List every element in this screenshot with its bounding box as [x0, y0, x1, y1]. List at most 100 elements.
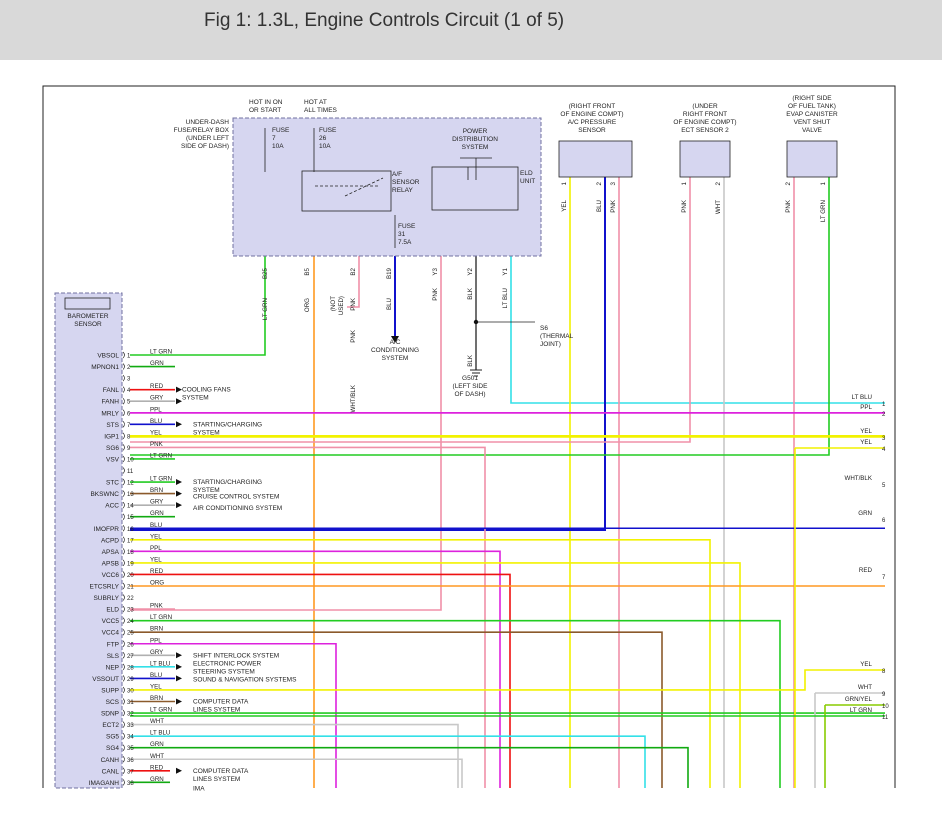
pcm-pin-terminal [122, 721, 125, 728]
pcm-pin-number: 5 [127, 400, 131, 406]
relay-label: RELAY [392, 187, 413, 194]
pcm-pin-name: VCC6 [102, 572, 120, 579]
wire-color-label: PNK [350, 297, 357, 311]
wire-color-label: GRY [150, 499, 163, 506]
wire-evap-ltgrn [130, 177, 830, 456]
wire-ac-blu [130, 177, 606, 531]
wire-color-label: WHT [150, 718, 164, 725]
evap-valve-box [786, 140, 838, 178]
pcm-wire [130, 631, 663, 788]
wire-color-label: BLU [596, 200, 603, 212]
pcm-pin-terminal [122, 767, 125, 775]
right-connector-number: 11 [882, 715, 889, 721]
pcm-pin-number: 17 [127, 538, 134, 544]
pcm-pin-name: FANH [102, 399, 120, 406]
evap-valve-label: VALVE [802, 127, 823, 134]
pcm-pin-name: ACC [105, 503, 119, 510]
hot-at-label: HOT AT [304, 99, 327, 106]
wire-color-label: WHT/BLK [844, 475, 872, 482]
right-connector-number: 1 [882, 402, 886, 408]
pcm-pin-number: 13 [127, 492, 134, 498]
pcm-pin-terminal [122, 548, 125, 555]
pcm-pin-number: 1 [127, 354, 131, 360]
wire-color-label: BRN [150, 626, 163, 633]
ac-system-label: A/C [390, 339, 401, 346]
barometer-sensor-label: BAROMETER [67, 313, 108, 320]
destination-label: STARTING/CHARGING [193, 479, 262, 486]
pcm-pin-terminal [122, 421, 125, 428]
g501-label: G501 [462, 375, 478, 382]
pcm-pin-terminal [122, 432, 125, 440]
wire-color-label: RED [150, 383, 164, 390]
fuse7-label: 7 [272, 135, 276, 142]
wire-color-label: PNK [432, 287, 439, 301]
wire-color-label: BLK [467, 354, 474, 367]
pds-label: DISTRIBUTION [452, 136, 498, 143]
right-connector-number: 8 [882, 669, 886, 675]
pcm-pin-number: 16 [127, 527, 134, 533]
pcm-pin-terminal [122, 363, 125, 370]
pcm-pin-number: 15 [127, 515, 134, 521]
wire-color-label: YEL [150, 429, 162, 436]
destination-label: COOLING FANS [182, 387, 231, 394]
pcm-pin-terminal [122, 571, 125, 578]
destination-label: IMA [193, 785, 205, 792]
wire-color-label: LT GRN [820, 200, 827, 222]
destination-arrow [176, 490, 182, 497]
hot-in-on-label: HOT IN ON [249, 99, 283, 106]
fuse-links [264, 128, 396, 248]
wire-color-label: LT GRN [150, 349, 172, 356]
component-layer [42, 85, 896, 789]
pcm-pin-name: BKSWNC [90, 491, 119, 498]
pcm-pin-terminal [122, 455, 125, 463]
pcm-pin-number: 30 [127, 688, 134, 694]
ect-sensor-2-label: OF ENGINE COMPT) [673, 119, 736, 126]
wire-color-label: PNK [785, 199, 792, 213]
destination-label: ELECTRONIC POWER [193, 660, 262, 667]
pcm-pin-number: 19 [127, 561, 134, 567]
pcm-pin-name: NEP [106, 664, 119, 671]
wire-color-label: LT GRN [262, 298, 269, 320]
wire-color-label: PNK [350, 329, 357, 343]
destination-label: STARTING/CHARGING [193, 421, 262, 428]
pcm-pin-number: 18 [127, 550, 134, 556]
destination-label: SYSTEM [182, 395, 209, 402]
pcm-pin-number: 36 [127, 758, 134, 764]
eld-unit-label: UNIT [520, 178, 535, 185]
pcm-pin-number: 31 [127, 700, 134, 706]
wire-color-label: ORG [304, 298, 311, 312]
s6-label: (THERMAL [540, 333, 574, 340]
connector-pin-label: B19 [386, 267, 393, 279]
pcm-pin-terminal [122, 594, 125, 601]
pcm-pin-terminal [122, 559, 125, 567]
destination-label: AIR CONDITIONING SYSTEM [193, 505, 282, 512]
pcm-pin-name: VSSOUT [92, 676, 119, 683]
pcm-pin-terminal [122, 490, 125, 497]
evap-valve-label: OF FUEL TANK) [788, 103, 836, 110]
wire-color-label: YEL [561, 199, 568, 211]
pcm-pin-terminal [122, 351, 125, 359]
pcm-pin-terminal [122, 652, 125, 659]
pcm-pin-name: ETCSRLY [90, 584, 120, 591]
ect-sensor-2-label: RIGHT FRONT [683, 111, 727, 118]
right-connector-number: 2 [882, 412, 886, 418]
pcm-wire [130, 746, 689, 788]
pcm-wire [130, 735, 646, 788]
pcm-pin-terminal [122, 409, 125, 416]
sensor-pin-label: 1 [561, 181, 568, 185]
wire-color-label: PPL [860, 404, 872, 411]
wire-color-label: PPL [150, 545, 162, 552]
ect-sensor-2-label: ECT SENSOR 2 [681, 127, 729, 134]
sensor-pin-label: 2 [596, 181, 603, 185]
fuse-box-label: (UNDER LEFT [186, 135, 229, 142]
pcm-pin-name: SG5 [106, 734, 119, 741]
pds-leads [460, 157, 492, 180]
pcm-pin-name: SG6 [106, 445, 119, 452]
fuse31-label: 7.5A [398, 239, 412, 246]
pcm-pin-name: FTP [107, 641, 119, 648]
eld-unit-box [431, 166, 519, 211]
pcm-pin-name: IMAGANH [89, 780, 120, 787]
wire-color-label: BLK [467, 287, 474, 300]
wire-color-label: ORG [150, 580, 164, 587]
wire-color-label: RED [859, 567, 873, 574]
